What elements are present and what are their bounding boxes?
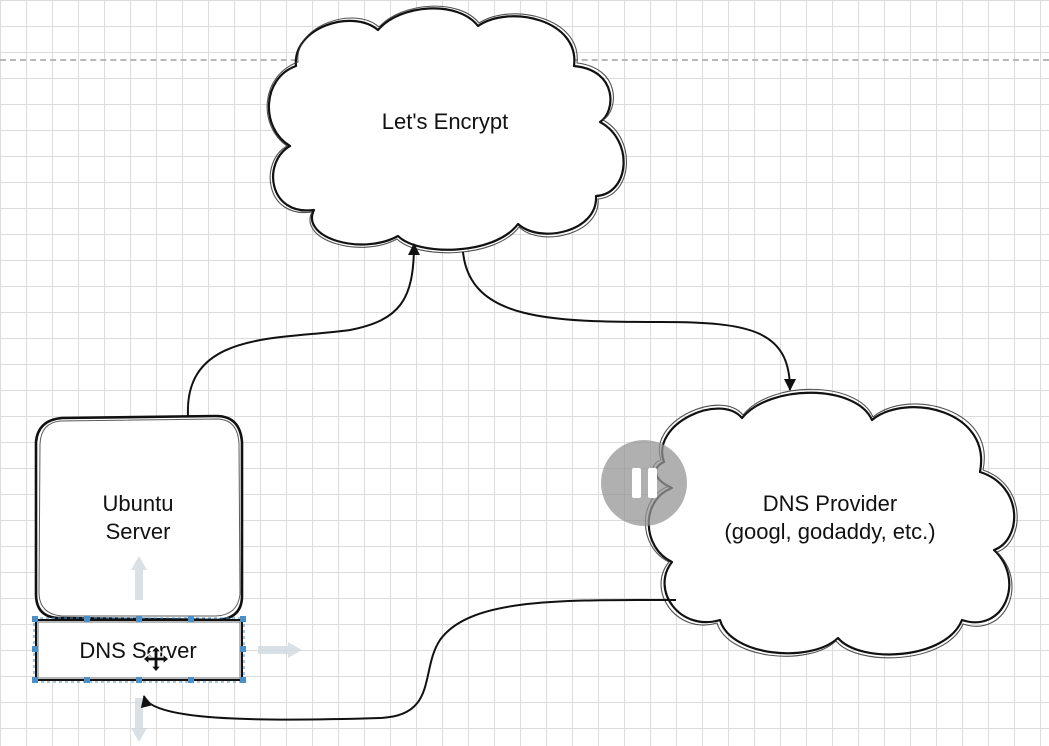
- dns-server-label: DNS Server: [79, 638, 197, 663]
- selection-handles[interactable]: [32, 616, 246, 683]
- pause-bar-right: [647, 468, 657, 498]
- move-icon[interactable]: [142, 645, 170, 673]
- pause-bar-left: [631, 468, 641, 498]
- edge-dnsprovider-to-dnsserver[interactable]: [140, 598, 677, 721]
- pause-icon[interactable]: [601, 440, 687, 526]
- letsencrypt-cloud[interactable]: [266, 5, 627, 254]
- connection-hint-arrows[interactable]: [131, 556, 302, 742]
- letsencrypt-label: Let's Encrypt: [381, 109, 509, 134]
- dns-provider-cloud[interactable]: [644, 388, 1018, 659]
- edge-ubuntu-to-letsencrypt[interactable]: [186, 243, 420, 417]
- edge-letsencrypt-to-dnsprovider[interactable]: [462, 251, 796, 391]
- ubuntu-server-label: Ubuntu Server: [102, 491, 174, 544]
- dns-provider-label: DNS Provider (googl, godaddy, etc.): [724, 491, 936, 544]
